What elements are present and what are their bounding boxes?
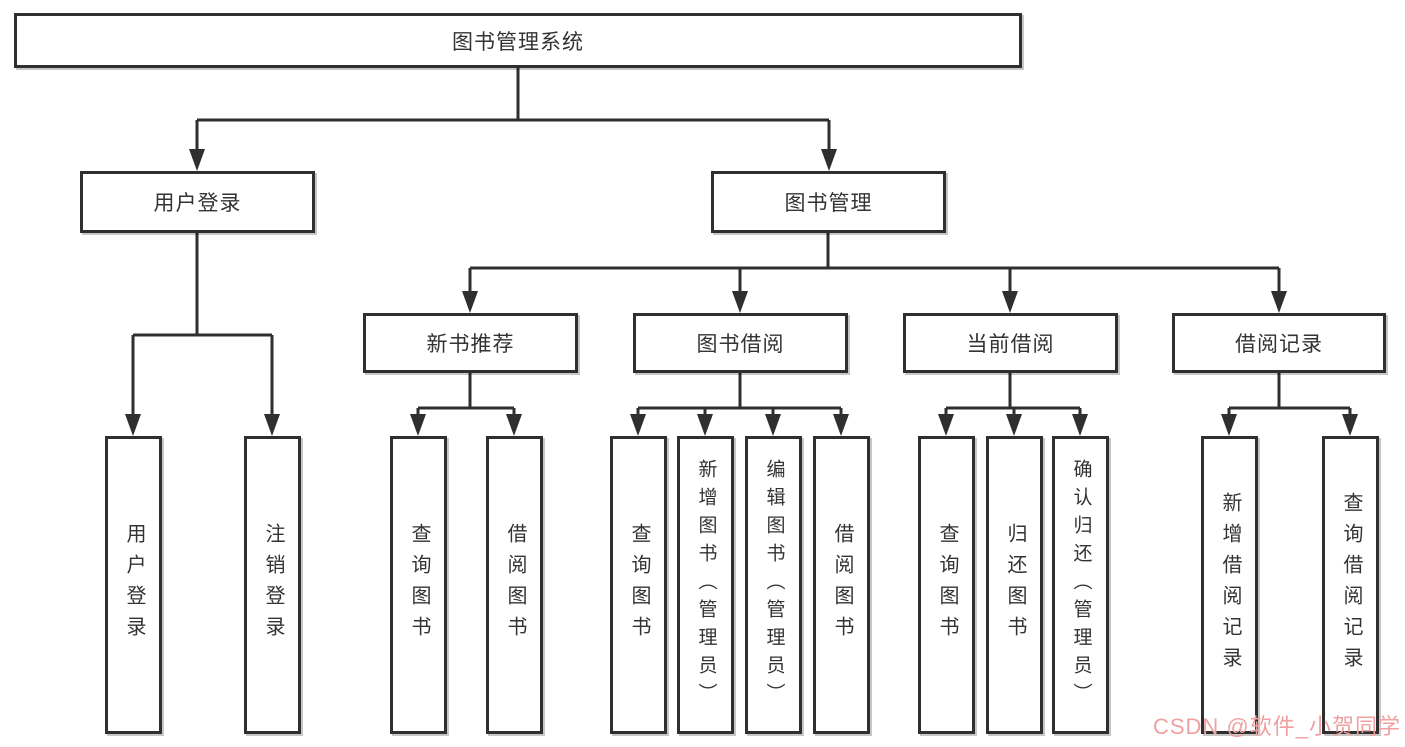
arrowheads-book-borrow — [630, 414, 849, 436]
leaf-query-book-2: 查询图书 — [610, 436, 667, 734]
node-new-book-recommend: 新书推荐 — [363, 313, 578, 373]
node-book-borrow-label: 图书借阅 — [696, 333, 785, 356]
connector-current-borrow — [944, 373, 1082, 417]
arrowheads-current-borrow — [938, 414, 1088, 436]
leaf-query-borrow-record-label: 查询借阅记录 — [1340, 492, 1362, 678]
leaf-add-borrow-record: 新增借阅记录 — [1201, 436, 1258, 734]
node-book-management: 图书管理 — [711, 171, 946, 233]
leaf-logout: 注销登录 — [244, 436, 301, 734]
leaf-query-book-3-label: 查询图书 — [936, 523, 958, 647]
leaf-return-book: 归还图书 — [986, 436, 1043, 734]
node-borrow-records-label: 借阅记录 — [1235, 333, 1323, 356]
leaf-add-book-admin: 新增图书（管理员） — [677, 436, 734, 734]
connector-book-borrow — [636, 373, 843, 417]
leaf-user-login: 用户登录 — [105, 436, 162, 734]
node-borrow-records: 借阅记录 — [1172, 313, 1386, 373]
node-book-management-label: 图书管理 — [784, 192, 873, 215]
leaf-edit-book-admin: 编辑图书（管理员） — [745, 436, 802, 734]
node-book-borrow: 图书借阅 — [633, 313, 848, 373]
node-user-login: 用户登录 — [80, 171, 315, 233]
leaf-user-login-label: 用户登录 — [123, 523, 145, 647]
leaf-query-book-1: 查询图书 — [390, 436, 447, 734]
connector-new-book — [416, 373, 516, 417]
leaf-confirm-return-admin: 确认归还（管理员） — [1052, 436, 1109, 734]
leaf-query-book-3: 查询图书 — [918, 436, 975, 734]
arrowheads-new-book — [410, 414, 522, 436]
leaf-query-borrow-record: 查询借阅记录 — [1322, 436, 1379, 734]
leaf-logout-label: 注销登录 — [262, 523, 284, 647]
connector-root — [195, 68, 831, 152]
leaf-query-book-1-label: 查询图书 — [408, 523, 430, 647]
node-root-label: 图书管理系统 — [452, 30, 584, 54]
arrowheads-borrow-records — [1221, 414, 1358, 436]
arrowheads-user-login — [125, 414, 280, 436]
node-current-borrow-label: 当前借阅 — [966, 333, 1055, 356]
leaf-edit-book-admin-label: 编辑图书（管理员） — [763, 459, 785, 711]
leaf-borrow-book-1: 借阅图书 — [486, 436, 543, 734]
connector-user-login — [131, 233, 274, 416]
arrowheads-root — [189, 149, 837, 171]
node-current-borrow: 当前借阅 — [903, 313, 1118, 373]
leaf-borrow-book-2: 借阅图书 — [813, 436, 870, 734]
leaf-query-book-2-label: 查询图书 — [628, 523, 650, 647]
node-root: 图书管理系统 — [14, 13, 1022, 68]
node-user-login-label: 用户登录 — [153, 192, 242, 215]
leaf-add-book-admin-label: 新增图书（管理员） — [695, 459, 717, 711]
node-new-book-recommend-label: 新书推荐 — [426, 333, 515, 356]
leaf-add-borrow-record-label: 新增借阅记录 — [1219, 492, 1241, 678]
connector-book-management — [468, 233, 1281, 293]
leaf-return-book-label: 归还图书 — [1004, 523, 1026, 647]
leaf-borrow-book-1-label: 借阅图书 — [504, 523, 526, 647]
connector-borrow-records — [1227, 373, 1352, 417]
leaf-borrow-book-2-label: 借阅图书 — [831, 523, 853, 647]
arrowheads-level3 — [462, 291, 1287, 313]
leaf-confirm-return-admin-label: 确认归还（管理员） — [1070, 459, 1092, 711]
